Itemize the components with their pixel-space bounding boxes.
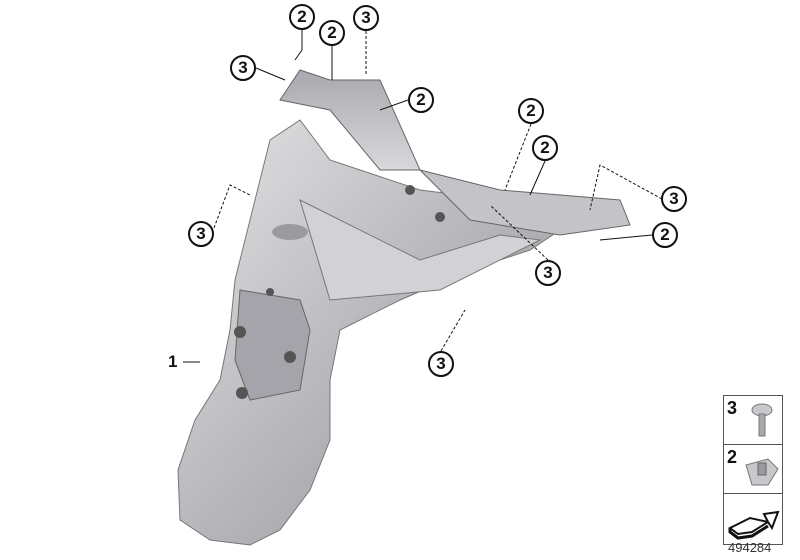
callout-2[interactable]: 2 xyxy=(319,20,345,46)
clip-nut-icon xyxy=(745,458,779,486)
screw-icon xyxy=(751,403,773,437)
arrow-icon xyxy=(728,510,780,540)
callout-3[interactable]: 3 xyxy=(428,351,454,377)
fastener-legend: 3 2 xyxy=(723,395,783,545)
legend-number: 3 xyxy=(727,398,738,418)
callout-2[interactable]: 2 xyxy=(518,98,544,124)
part-label-1[interactable]: 1 xyxy=(168,352,178,371)
callout-2[interactable]: 2 xyxy=(652,222,678,248)
document-number: 494284 xyxy=(728,540,772,555)
legend-number: 2 xyxy=(727,447,738,467)
callout-3[interactable]: 3 xyxy=(661,186,687,212)
callout-2[interactable]: 2 xyxy=(289,4,315,30)
legend-item-clip-nut[interactable]: 2 xyxy=(724,445,782,494)
callout-3[interactable]: 3 xyxy=(535,260,561,286)
callout-3[interactable]: 3 xyxy=(353,5,379,31)
callout-2[interactable]: 2 xyxy=(408,87,434,113)
callout-3[interactable]: 3 xyxy=(188,221,214,247)
legend-item-screw[interactable]: 3 xyxy=(724,396,782,445)
legend-arrow[interactable] xyxy=(724,494,782,544)
callout-2[interactable]: 2 xyxy=(532,135,558,161)
callout-3[interactable]: 3 xyxy=(230,55,256,81)
